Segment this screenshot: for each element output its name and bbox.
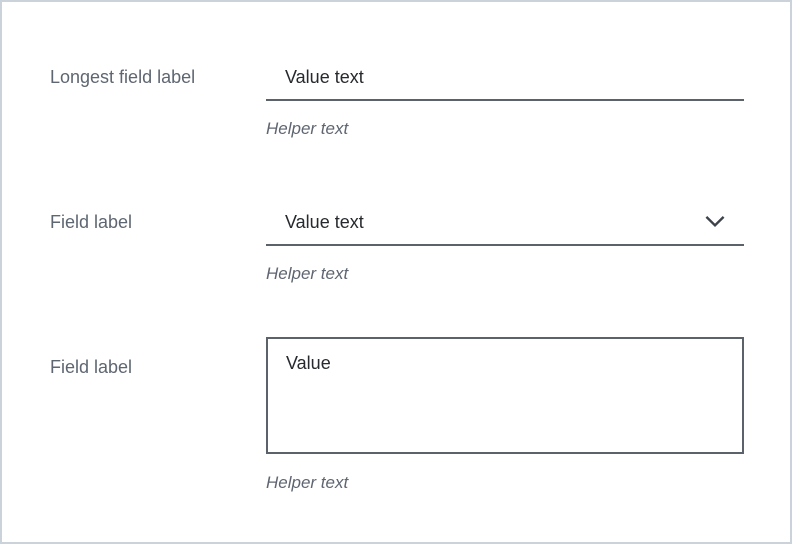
select-dropdown[interactable]: Value text	[266, 211, 744, 246]
text-input[interactable]	[266, 66, 744, 101]
field-label: Longest field label	[50, 67, 196, 87]
helper-text: Helper text	[266, 473, 349, 492]
chevron-down-icon	[705, 216, 725, 227]
helper-text: Helper text	[266, 119, 349, 138]
field-label: Field label	[50, 212, 133, 232]
field-value-form: Longest field label Helper text Field la…	[2, 2, 790, 493]
textarea-input[interactable]: Value	[266, 337, 744, 454]
field-label: Field label	[50, 357, 133, 377]
form-field-row-select: Field label Value text Helper text	[50, 211, 790, 284]
helper-text: Helper text	[266, 264, 349, 283]
form-field-row-text: Longest field label Helper text	[50, 66, 790, 139]
form-field-row-textarea: Field label Value Helper text	[50, 337, 790, 493]
select-value: Value text	[285, 212, 364, 232]
